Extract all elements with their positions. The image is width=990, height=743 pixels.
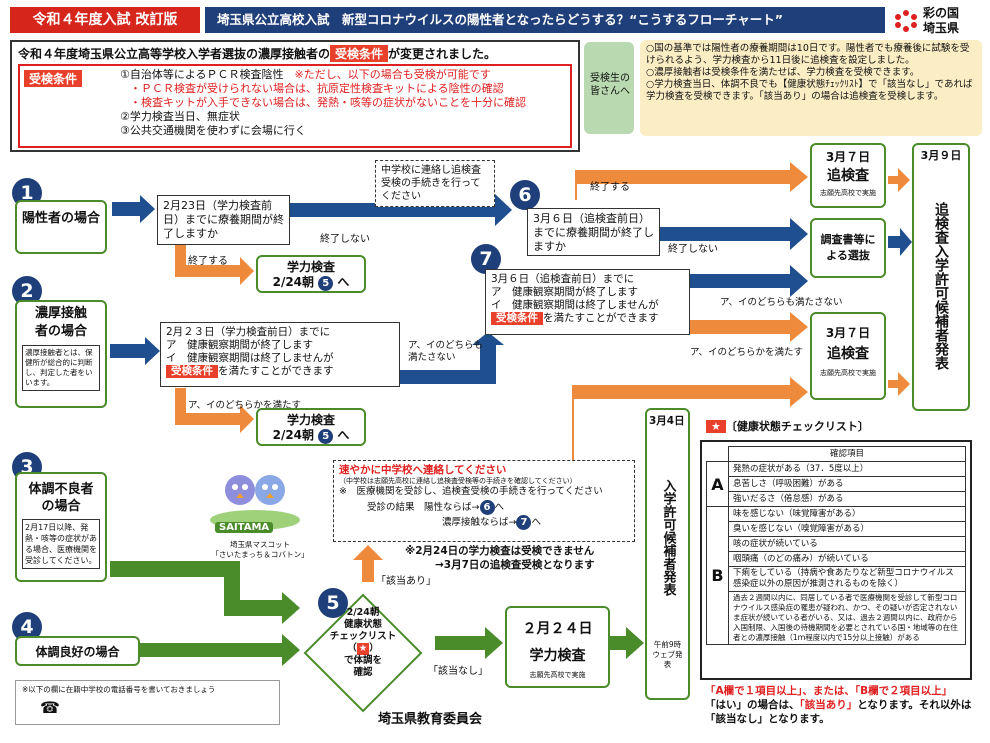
case6-not-end: 終了しない <box>668 244 718 255</box>
checklist-item: 発熱の症状がある（37．5度以上） <box>728 461 966 477</box>
retest1-box: 3月７日追検査志願先高校で実施 <box>810 143 886 208</box>
logo-text-2: 埼玉県 <box>923 21 960 35</box>
students-notes: ○国の基準では陽性者の療養期間は10日です。陽性者でも療養後に試験を受けられるよ… <box>640 40 982 136</box>
urgent-box: 速やかに中学校へ連絡してください （中学校は志願先高校に連絡し追検査受検等の手続… <box>333 460 635 542</box>
case1-end: 終了する <box>188 256 228 267</box>
case4-box: 体調良好の場合 <box>15 636 140 666</box>
students-label: 受検生の皆さんへ <box>584 42 634 134</box>
retest-announce-box: 3月９日 追検査入学許可候補者発表 <box>912 143 970 411</box>
prefecture-logo: 彩の国 埼玉県 <box>893 5 983 37</box>
conditions-list: ①自治体等によるＰＣＲ検査陰性 ※ただし、以下の場合も受検が可能です ・ＰＣＲ検… <box>120 68 526 137</box>
contact-box: 中学校に連絡し追検査受検の手続きを行ってください <box>375 160 495 207</box>
conditions-box: 受検条件 ①自治体等によるＰＣＲ検査陰性 ※ただし、以下の場合も受検が可能です … <box>18 64 572 148</box>
case6-number: 6 <box>510 180 540 210</box>
survey-box: 調査書等による選抜 <box>810 218 886 278</box>
case1-box: 陽性者の場合 <box>15 200 107 254</box>
checklist-item: 息苦しさ（呼吸困難）がある <box>728 476 966 492</box>
case7-either: ア、イのどちらかを満たす <box>690 347 804 358</box>
checklist-item: 強いだるさ（倦怠感）がある <box>728 491 966 507</box>
phone-box: ※以下の欄に在籍中学校の電話番号を書いておきましょう ☎ <box>15 680 280 725</box>
star-icon: ★ <box>706 420 726 433</box>
checklist-item: 咳の症状が続いている <box>728 536 966 552</box>
check5-yes: 「該当あり」 <box>376 576 436 587</box>
checklist-item: 下痢をしている（持病や食あたりなど新型コロナウイルス感染症以外の原因が推測される… <box>728 566 966 592</box>
footer-org: 埼玉県教育委員会 <box>378 712 483 727</box>
prefecture-emblem-icon <box>895 10 917 32</box>
mascot: SAITAMA 埼玉県マスコット「さいたまっち＆コバトン」 <box>205 460 309 570</box>
checklist-item: 過去２週間以内に、同居している者で医療機関を受診して新型コロナウイルス感染症の罹… <box>728 591 966 645</box>
notice-headline: 令和４年度埼玉県公立高等学校入学者選抜の濃厚接触者の受検条件が変更されました。 <box>18 45 497 62</box>
phone-icon: ☎ <box>40 698 60 717</box>
case5-diamond: 2/24朝健康状態チェックリスト （★） で体調を確認 <box>303 593 423 713</box>
checklist-title: ★〔健康状態チェックリスト〕 <box>706 418 869 434</box>
conditions-tag: 受検条件 <box>24 70 83 87</box>
checklist-rule: 「A欄で１項目以上」、または、「B欄で２項目以上」 「はい」の場合は、「該当あり… <box>705 685 972 725</box>
orange-arrows <box>175 162 910 582</box>
case6-end: 終了する <box>590 182 630 193</box>
checklist-item: 咽頭痛（のどの痛み）が続いている <box>728 551 966 567</box>
case2-box: 濃厚接触者の場合 濃厚接触者とは、保健所が総合的に判断し、判定した者をいいます。 <box>15 300 107 408</box>
case5-number: 5 <box>318 588 348 618</box>
case1-not-end: 終了しない <box>320 234 370 245</box>
checklist-item: 味を感じない（味覚障害がある） <box>728 506 966 522</box>
case2-neither: ア、イのどちらも満たさない <box>408 340 484 363</box>
mascot-caption: 埼玉県マスコット「さいたまっち＆コバトン」 <box>211 540 309 559</box>
logo-text-1: 彩の国 <box>923 6 960 20</box>
navy-arrows <box>110 194 912 384</box>
retest2-box: 3月７日追検査志願先高校で実施 <box>810 312 886 400</box>
case1-question: 2月23日（学力検査前日）までに療養期間が終了しますか <box>157 195 290 245</box>
exam-box: ２月２４日学力検査志願先高校で実施 <box>505 606 610 688</box>
notice-box: 令和４年度埼玉県公立高等学校入学者選抜の濃厚接触者の受検条件が変更されました。 … <box>10 40 580 152</box>
case3-box: 体調不良者の場合 2月17日以降、発熱・咳等の症状がある場合、医療機関を受診して… <box>15 472 107 582</box>
case2-question: 2月２３日（学力検査前日）までにア 健康観察期間が終了しますイ 健康観察期間は終… <box>160 322 400 387</box>
case6-question: 3月６日（追検査前日）までに療養期間が終了しますか <box>527 208 660 256</box>
case7-neither: ア、イのどちらも満たさない <box>720 297 843 308</box>
header-title: 埼玉県公立高校入試 新型コロナウイルスの陽性者となったらどうする？“こうするフロ… <box>205 7 885 33</box>
check5-no: 「該当なし」 <box>428 666 488 677</box>
checklist-item: 臭いを感じない（嗅覚障害がある） <box>728 521 966 537</box>
case7-question: 3月６日（追検査前日）までにア 健康観察期間が終了しますイ 健康観察期間は終了し… <box>485 269 690 335</box>
main-announce-box: 3月4日 入学許可候補者発表 午前9時ウェブ発表 <box>645 408 690 700</box>
case2-either: ア、イのどちらかを満たす <box>188 400 302 411</box>
mascot-birds-icon <box>210 475 300 530</box>
green-arrows <box>110 561 644 666</box>
note-24: ※2月24日の学力検査は受検できません→3月7日の追検査受検となります <box>405 545 595 571</box>
header-badge: 令和４年度入試 改訂版 <box>10 7 200 33</box>
mascot-label: SAITAMA <box>215 522 274 533</box>
